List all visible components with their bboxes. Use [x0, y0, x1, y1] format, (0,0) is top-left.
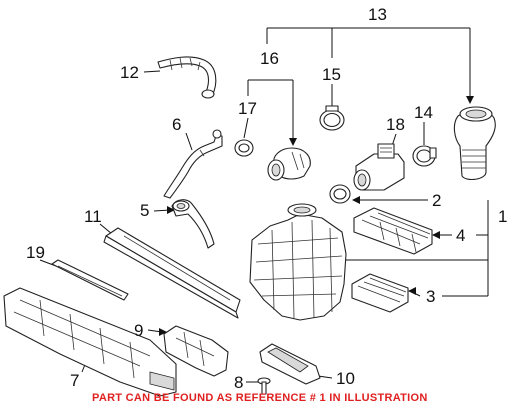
- callout-6: 6: [172, 115, 181, 134]
- part-8-bolt: [257, 377, 271, 395]
- callout-7: 7: [70, 371, 79, 390]
- part-2-seal-ring: [329, 184, 351, 204]
- part-13-intake-hose: [453, 106, 496, 181]
- callout-3: 3: [426, 287, 435, 306]
- part-17-seal: [234, 139, 254, 157]
- callout-4: 4: [456, 226, 465, 245]
- callout-18: 18: [386, 115, 405, 134]
- part-19-strip: [51, 259, 129, 301]
- part-7-lower-duct: [3, 287, 177, 397]
- part-3-filter-element: [351, 273, 409, 313]
- callout-17: 17: [238, 99, 257, 118]
- part-12-breather-hose: [157, 56, 217, 99]
- part-5-connector: [171, 199, 215, 249]
- part-18-airflow-sensor: [353, 143, 405, 191]
- part-15-clamp: [319, 105, 345, 131]
- footer-note: PART CAN BE FOUND AS REFERENCE # 1 IN IL…: [92, 392, 428, 404]
- part-1-air-cleaner-housing: [249, 203, 347, 321]
- part-9-bracket: [163, 325, 229, 377]
- callout-13: 13: [368, 5, 387, 24]
- part-16-elbow-duct: [267, 147, 311, 181]
- callout-1: 1: [498, 207, 507, 226]
- callout-9: 9: [134, 321, 143, 340]
- callout-19: 19: [26, 243, 45, 262]
- part-14-clamp: [412, 145, 437, 167]
- callout-15: 15: [322, 65, 341, 84]
- callout-12: 12: [120, 63, 139, 82]
- part-11-cover-panel: [103, 227, 241, 319]
- callout-11: 11: [84, 207, 102, 226]
- part-10-intake-scoop: [259, 343, 321, 385]
- callout-16: 16: [260, 49, 279, 68]
- callout-numbers: 13 16 12 15 17 14 6 18 2 1 5 11 4 19 3 9…: [26, 5, 507, 392]
- callout-5: 5: [140, 201, 149, 220]
- part-4-air-filter: [353, 207, 433, 255]
- part-6-vent-pipe: [163, 129, 223, 199]
- callout-2: 2: [432, 191, 441, 210]
- callout-8: 8: [234, 373, 243, 392]
- callout-14: 14: [414, 103, 433, 122]
- callout-10: 10: [336, 369, 355, 388]
